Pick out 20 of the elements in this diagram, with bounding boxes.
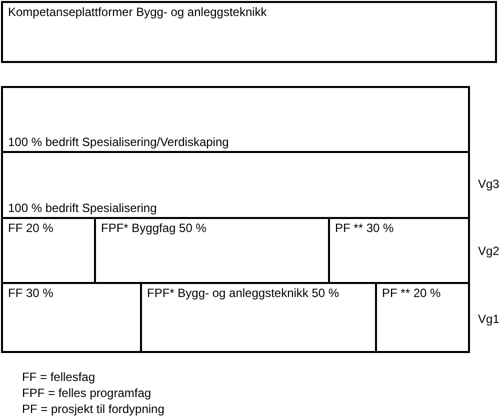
legend-note: FF = fellesfag [22,369,96,385]
year-label: Vg2 [478,243,500,259]
year-label: Vg3 [478,176,500,192]
box-label: FF 30 % [8,286,54,300]
box-label: 100 % bedrift Spesialisering [8,201,158,215]
box-label: 100 % bedrift Spesialisering/Verdiskaping [8,135,230,149]
legend-note: PF = prosjekt til fordypning [22,401,164,416]
box-label: FF 20 % [8,221,54,235]
box-label: PF ** 30 % [335,221,395,235]
layer-box [1,86,470,153]
title-box [1,1,497,63]
box-label: FPF* Byggfag 50 % [101,221,208,235]
subject-box [375,282,470,353]
box-label: PF ** 20 % [382,286,442,300]
layer-box [1,151,470,219]
legend-note: FPF = felles programfag [22,385,152,401]
box-label: Kompetanseplattformer Bygg- og anleggsteknikk [8,5,268,19]
subject-box [1,282,142,353]
box-label: FPF* Bygg- og anleggsteknikk 50 % [147,286,340,300]
year-label: Vg1 [478,311,500,327]
